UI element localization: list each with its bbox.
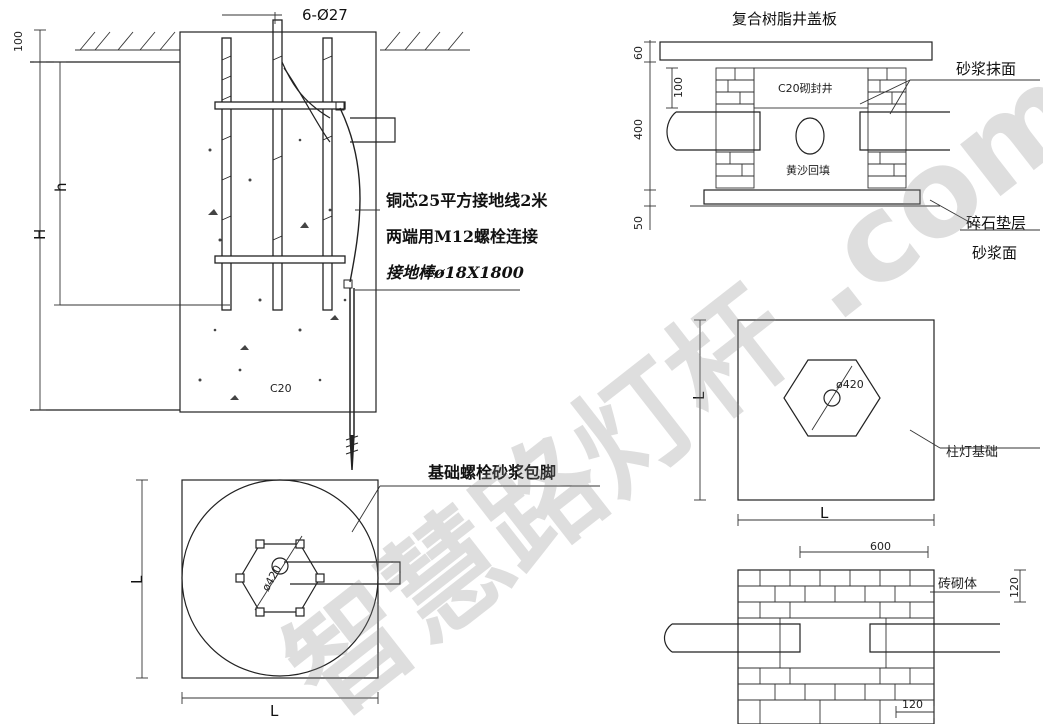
dimension-lines-section <box>34 12 282 411</box>
mortar-surface-label: 砂浆抹面 <box>956 60 1016 78</box>
ground-hatch-left <box>75 31 180 51</box>
sand-fill-label: 黄沙回填 <box>786 163 830 177</box>
ground-wire <box>339 107 361 283</box>
lamp-foundation-plan: ø420 L L 柱灯基础 <box>690 319 1040 526</box>
masonry-plan: 600 砖砌体 120 120 <box>663 540 1026 724</box>
masonry-label: 砖砌体 <box>938 577 977 592</box>
brick-wall-right <box>867 67 907 189</box>
dim-h: h <box>52 182 70 192</box>
seal-label: C20砌封井 <box>778 81 833 95</box>
manhole-section-view: 复合树脂井盖板 C20砌封井 黄沙回填 <box>632 10 1040 262</box>
bolt-connection-label: 两端用M12螺栓连接 <box>386 227 538 246</box>
masonry-outer <box>737 569 935 724</box>
dim-600: 600 <box>870 540 891 553</box>
ground-hatch-right <box>380 31 470 51</box>
cover-title: 复合树脂井盖板 <box>732 10 837 28</box>
concrete-foundation <box>179 31 377 413</box>
dim-120-side: 120 <box>1008 577 1021 598</box>
dim-50: 50 <box>632 216 645 230</box>
masonry-pipe-right <box>869 623 1000 653</box>
foundation-label: 柱灯基础 <box>946 445 998 460</box>
mortar-circle <box>181 479 379 677</box>
mortar-wrap-label: 基础螺栓砂浆包脚 <box>427 463 556 482</box>
dim-60: 60 <box>632 46 645 60</box>
concrete-grade: C20 <box>270 382 292 395</box>
lamp-L-side: L <box>690 391 708 400</box>
pipe-left <box>676 111 761 151</box>
cable-conduit <box>350 117 396 143</box>
dim-100-right: 100 <box>672 77 685 98</box>
dim-100-left: 100 <box>12 31 25 52</box>
anchor-bolts <box>221 19 333 311</box>
ground-rod <box>345 288 359 471</box>
dim-400: 400 <box>632 119 645 140</box>
lamp-L-bottom: L <box>820 504 829 522</box>
foundation-section-view: 100 h H 6-Ø27 C20 铜芯25平方接地线2米 两端用M12螺栓连接… <box>12 6 600 533</box>
dim-120-bottom: 120 <box>902 698 923 711</box>
ring-plate-lower <box>214 255 346 264</box>
pipe-opening <box>795 117 825 155</box>
dim-H: H <box>31 229 49 240</box>
concrete-speckle <box>198 138 347 400</box>
ring-plate-upper <box>214 101 346 110</box>
plan-dia-label: ø420 <box>259 563 284 594</box>
mortar-face-label: 砂浆面 <box>972 244 1017 262</box>
gravel-layer-label: 碎石垫层 <box>966 214 1026 232</box>
lamp-plan-square <box>737 319 935 501</box>
lamp-bolt-hexagon <box>783 359 881 437</box>
manhole-cover <box>659 41 933 61</box>
lamp-dia-label: ø420 <box>836 378 864 391</box>
callout-leaders <box>351 209 600 533</box>
bolt-spec: 6-Ø27 <box>302 6 348 24</box>
ground-rod-label: 接地棒ø18X1800 <box>386 263 524 282</box>
gravel-base <box>703 189 921 205</box>
plan-L-bottom: L <box>270 702 279 720</box>
masonry-pipe-left <box>672 623 801 653</box>
brick-wall-left <box>715 67 755 189</box>
pipe-right <box>859 111 950 151</box>
ground-wire-label: 铜芯25平方接地线2米 <box>386 191 548 210</box>
plan-L-side: L <box>128 575 146 584</box>
